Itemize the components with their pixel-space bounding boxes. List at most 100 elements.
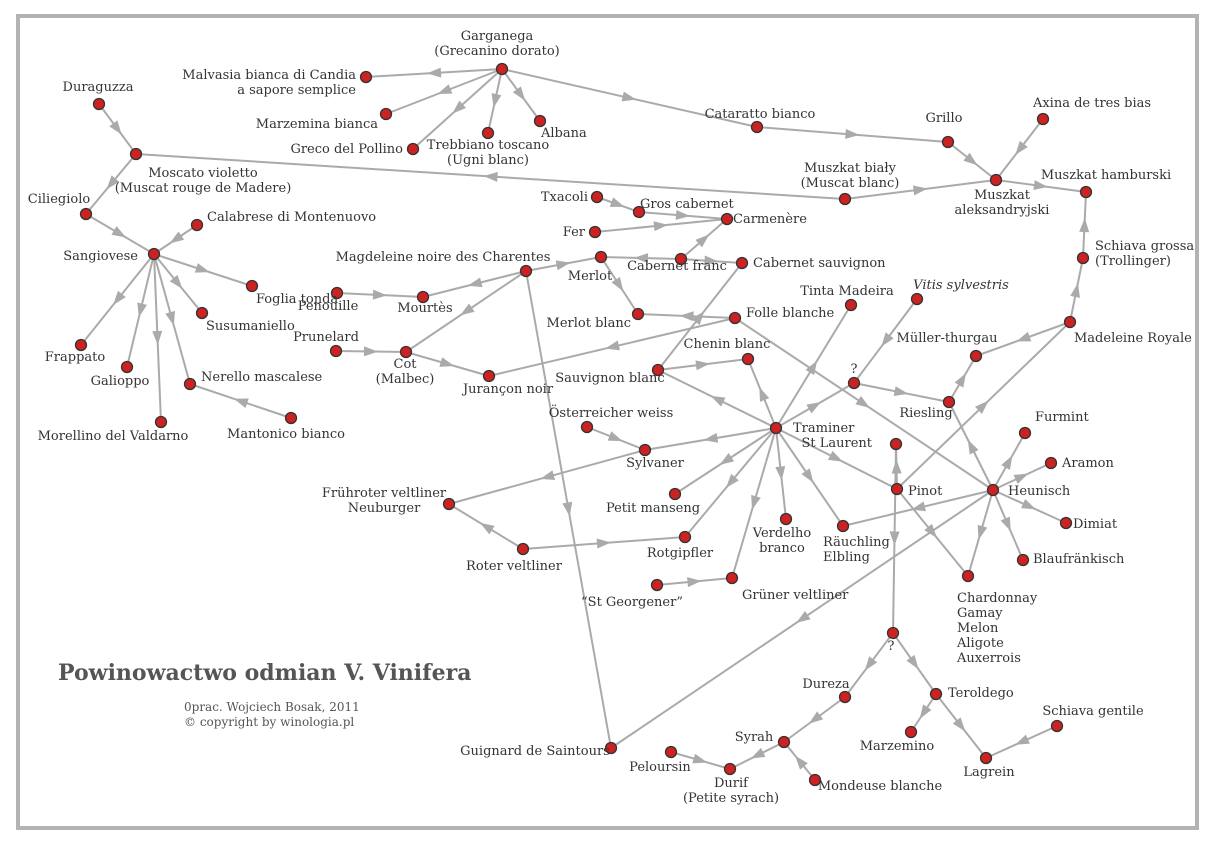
- label-catarratto: Cataratto bianco: [705, 107, 816, 122]
- node-chenin: [741, 352, 755, 366]
- label-penouille: Penouille: [298, 299, 359, 314]
- node-fer: [588, 225, 602, 239]
- node-merlot: [594, 250, 608, 264]
- edge-arrow-pinot-madeleineroyale: [974, 400, 989, 414]
- node-groscab: [632, 205, 646, 219]
- label-nerello: Nerello mascalese: [201, 370, 323, 385]
- label-stlaurent: St Laurent: [801, 436, 872, 451]
- label-stgeorg: “St Georgener”: [581, 595, 683, 610]
- edge-arrow-sangiovese-frappato: [113, 290, 126, 305]
- edge-arrow-heunisch-aramon: [1013, 473, 1029, 484]
- label-cot: Cot(Malbec): [376, 357, 435, 387]
- node-mondeuse: [808, 773, 822, 787]
- label-schiavagrossa: Schiava grossa(Trollinger): [1095, 239, 1194, 269]
- label-q2: ?: [888, 639, 895, 654]
- node-grillo: [941, 135, 955, 149]
- node-moscato: [129, 147, 143, 161]
- node-muszkataleks: [989, 173, 1003, 187]
- label-susumaniello: Susumaniello: [206, 319, 295, 334]
- node-riesling: [942, 395, 956, 409]
- node-tinta: [844, 298, 858, 312]
- node-garganega: [495, 62, 509, 76]
- label-peloursin: Peloursin: [629, 760, 691, 775]
- edge-arrow-sangiovese-susumaniello: [169, 274, 183, 289]
- node-albana: [533, 114, 547, 128]
- node-muszkathamb: [1079, 185, 1093, 199]
- edge-arrow-groscab-carmenere: [675, 209, 690, 220]
- node-morellino: [154, 415, 168, 429]
- edge-arrow-q1-riesling: [893, 386, 909, 397]
- edge-arrow-dureza-syrah: [808, 711, 824, 724]
- edge-arrow-grillo-muszkataleks: [963, 152, 978, 166]
- node-pinot: [890, 482, 904, 496]
- edge-arrow-garganega-greco: [452, 100, 467, 114]
- label-grillo: Grillo: [926, 111, 963, 126]
- node-schiavagrossa: [1076, 251, 1090, 265]
- edge-arrow-cot-jurancon: [439, 357, 455, 367]
- edge-arrow-muszkatbialy-moscato: [483, 171, 498, 182]
- node-rauchling: [836, 519, 850, 533]
- node-chardonnay: [961, 569, 975, 583]
- node-duraguzza: [92, 97, 106, 111]
- edge-arrow-fer-carmenere: [653, 221, 668, 232]
- edge-arrow-sylvaner-fruhroter: [540, 470, 556, 480]
- label-teroldego: Teroldego: [948, 686, 1014, 701]
- label-cabfranc: Cabernet franc: [627, 259, 727, 274]
- node-petitmanseng: [668, 487, 682, 501]
- edge-arrow-cabfranc-merlot: [634, 253, 649, 264]
- edge-arrow-syrah-durif: [750, 747, 766, 759]
- edge-arrow-traminer-petitmanseng: [719, 452, 735, 465]
- credit-author: 0prac. Wojciech Bosak, 2011: [184, 700, 360, 714]
- edge-arrow-sangiovese-nerello: [165, 310, 175, 326]
- node-roter: [516, 542, 530, 556]
- node-greco: [406, 142, 420, 156]
- node-aramon: [1044, 456, 1058, 470]
- edge-arrow-heunisch-blaufr: [1000, 516, 1011, 532]
- node-cabfranc: [674, 252, 688, 266]
- node-peloursin: [664, 745, 678, 759]
- edge-arrow-riesling-muller: [954, 372, 967, 388]
- edge-arrow-traminer-rauchling: [801, 468, 814, 483]
- credit-copyright: © copyright by winologia.pl: [184, 715, 355, 729]
- edge-arrow-traminer-pinot: [827, 450, 843, 462]
- edge-arrow-heunisch-riesling: [967, 439, 979, 455]
- label-riesling: Riesling: [899, 406, 952, 421]
- node-mourtes: [416, 290, 430, 304]
- label-chenin: Chenin blanc: [684, 337, 771, 352]
- label-calabrese: Calabrese di Montenuovo: [207, 210, 376, 225]
- label-lagrein: Lagrein: [963, 765, 1015, 780]
- label-morellino: Morellino del Valdarno: [38, 429, 189, 444]
- edge-arrow-follebl-merlotblanc: [679, 311, 694, 322]
- label-tinta: Tinta Madeira: [800, 284, 894, 299]
- node-magdeleine: [519, 264, 533, 278]
- edge-arrow-follebl-heunisch: [855, 395, 870, 408]
- edge-arrow-garganega-malvasia: [427, 67, 442, 78]
- label-sangiovese: Sangiovese: [63, 249, 138, 264]
- label-albana: Albana: [540, 126, 587, 141]
- edge-arrow-sangiovese-foglia: [194, 263, 210, 273]
- label-foglia: Foglia tonda: [256, 292, 338, 307]
- label-merlot: Merlot: [568, 269, 613, 284]
- node-marzemino: [904, 725, 918, 739]
- edge-arrow-penouille-mourtes: [372, 289, 387, 300]
- edge-arrow-osterr-sylvaner: [607, 431, 623, 442]
- label-txacoli: Txacoli: [541, 190, 588, 205]
- node-catarratto: [750, 120, 764, 134]
- label-mantonico: Mantonico bianco: [227, 427, 345, 442]
- edge-arrow-garganega-trebbiano: [491, 93, 502, 108]
- label-muszkatbialy: Muszkat biały(Muscat blanc): [801, 161, 900, 191]
- label-duraguzza: Duraguzza: [63, 80, 134, 95]
- node-gaglioppo: [120, 360, 134, 374]
- edge-arrow-txacoli-groscab: [609, 197, 625, 207]
- node-sylvaner: [638, 443, 652, 457]
- label-marzemino: Marzemino: [860, 739, 935, 754]
- node-dureza: [838, 690, 852, 704]
- diagram-title: Powinowactwo odmian V. Vinifera: [58, 660, 472, 686]
- edge-arrow-axina-muszkataleks: [1015, 140, 1028, 156]
- node-penouille: [330, 286, 344, 300]
